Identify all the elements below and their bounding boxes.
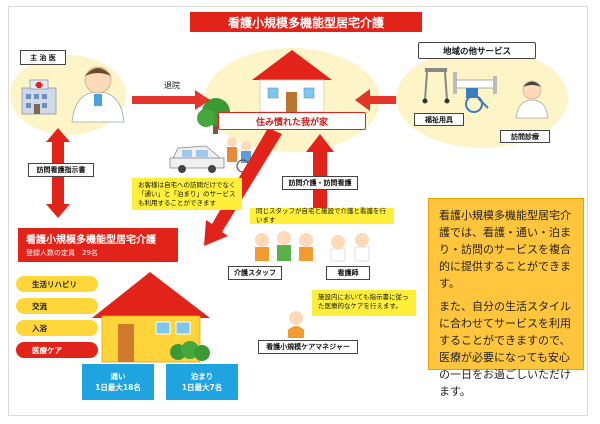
home-facility-arrow	[204, 128, 282, 246]
care-manager-icon	[288, 311, 304, 338]
staff-home-arrow	[306, 134, 334, 214]
walker-icon	[422, 68, 450, 104]
same-staff-note: 同じスタッフが自宅と施設で介護と看護を行います	[250, 207, 394, 224]
description-paragraph-1: 看護小規模多機能型居宅介護では、看護・通い・泊まり・訪問のサービスを複合的に提供…	[439, 209, 571, 291]
doctor-label: 主 治 医	[20, 50, 66, 65]
day-service-detail: 1日最大18名	[95, 383, 141, 392]
hospital-icon	[21, 79, 57, 115]
service-pill-exchange: 交流	[16, 298, 98, 314]
description-panel: 看護小規模多機能型居宅介護では、看護・通い・泊まり・訪問のサービスを複合的に提供…	[428, 198, 584, 398]
family-icon	[227, 137, 251, 173]
visiting-doctor-icon	[515, 80, 549, 119]
bush-icon	[170, 341, 210, 361]
service-pill-medical: 医療ケア	[16, 342, 98, 358]
nurse-label: 看護師	[326, 266, 370, 280]
facility-capacity: 登録人数の定員 29名	[26, 249, 98, 257]
welfare-equipment-label: 福祉用具	[414, 113, 464, 126]
wheelchair-icon	[465, 88, 489, 113]
care-staff-label: 介護スタッフ	[228, 266, 282, 280]
flexible-services-note: お客様は自宅への訪問だけでなく「通い」と「泊まり」のサービスも利用することができ…	[132, 178, 242, 210]
page-frame	[8, 6, 588, 416]
medical-care-note: 施設内においても指示書に従った医療的なケアを行えます。	[312, 290, 416, 316]
staff-group-icon	[255, 231, 370, 262]
facility-title-box: 看護小規模多機能型居宅介護 登録人数の定員 29名	[18, 228, 178, 262]
car-icon	[169, 145, 225, 173]
regional-arrow	[355, 89, 396, 111]
care-manager-label: 看護小規模ケアマネジャー	[258, 340, 358, 354]
home-label: 住み慣れた我が家	[218, 112, 366, 130]
stay-service-title: 泊まり	[190, 371, 214, 381]
discharge-label: 退院	[164, 81, 180, 90]
facility-title: 看護小規模多機能型居宅介護	[26, 235, 156, 246]
house-icon	[252, 50, 332, 113]
page-title: 看護小規模多機能型居宅介護	[190, 12, 422, 32]
stay-service-box: 泊まり 1日最大7名	[166, 364, 238, 400]
day-service-box: 通い 1日最大18名	[82, 364, 154, 400]
service-pill-rehab: 生活リハビリ	[16, 276, 98, 292]
description-paragraph-2: また、自分の生活スタイルに合わせてサービスを利用することができますので、医療が必…	[439, 300, 571, 399]
regional-services-label: 地域の他サービス	[418, 42, 536, 59]
doctor-icon	[71, 66, 125, 123]
stay-service-detail: 1日最大7名	[181, 383, 223, 392]
service-pill-bathing: 入浴	[16, 320, 98, 336]
visit-services-label: 訪問介護・訪問看護	[282, 176, 358, 190]
day-service-title: 通い	[110, 371, 126, 381]
discharge-arrow	[132, 90, 210, 110]
visiting-care-label: 訪問診療	[500, 130, 550, 143]
nursing-order-label: 訪問看護指示書	[28, 163, 94, 177]
